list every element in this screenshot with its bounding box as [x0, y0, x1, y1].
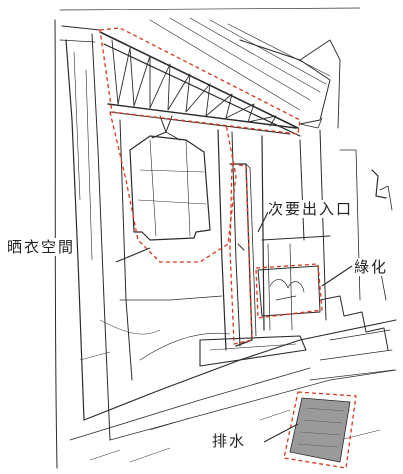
roof-outline [99, 27, 301, 135]
highlight-outlines [99, 27, 323, 345]
sketch-linework [54, 7, 397, 469]
leader-drain [263, 423, 299, 443]
greenery-outline [255, 263, 323, 319]
label-drying-space: 晒衣空間 [7, 238, 76, 256]
label-drainage: 排水 [212, 432, 247, 450]
label-secondary-entrance: 次要出入口 [268, 200, 354, 218]
entrance-outline [229, 163, 253, 345]
drain-grate [283, 391, 357, 469]
leader-drying [115, 247, 151, 263]
drying-space-outline [109, 111, 237, 263]
leader-lines [115, 211, 353, 443]
label-greenery: 綠化 [354, 258, 389, 276]
leader-green [321, 265, 353, 287]
leader-entrance [257, 211, 269, 233]
